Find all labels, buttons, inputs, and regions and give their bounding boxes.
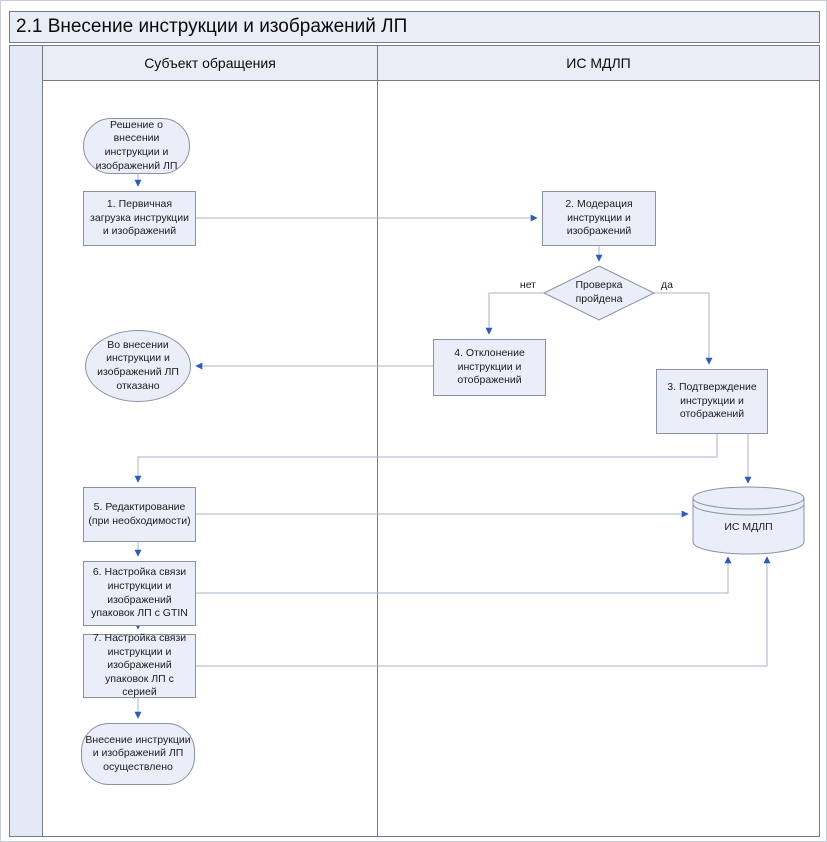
process-step-7: 7. Настройка связи инструкции и изображе… (83, 632, 196, 698)
phase-strip (9, 45, 43, 837)
decision-label: Проверка пройдена (575, 279, 623, 305)
process-step-6: 6. Настройка связи инструкции и изображе… (83, 561, 196, 626)
end-terminator: Внесение инструкции и изображений ЛП осу… (81, 723, 195, 785)
decision-yes-label: да (661, 279, 673, 291)
process-step-1: 1. Первичная загрузка инструкции и изобр… (83, 191, 196, 246)
process-step-4: 4. Отклонение инструкции и отображений (433, 339, 546, 396)
process-step-2: 2. Модерация инструкции и изображений (542, 191, 656, 246)
start-terminator: Решение о внесении инструкции и изображе… (83, 118, 190, 174)
lane-header-subject: Субъект обращения (43, 46, 377, 81)
database-label: ИС МДЛП (724, 521, 773, 533)
decision-no-label: нет (519, 279, 536, 291)
diagram-title: 2.1 Внесение инструкции и изображений ЛП (16, 16, 408, 37)
lane-header-is-mdlp-label: ИС МДЛП (566, 55, 631, 71)
lane-header-is-mdlp: ИС МДЛП (378, 46, 819, 81)
process-step-3: 3. Подтверждение инструкции и отображени… (656, 369, 768, 434)
rejected-terminator: Во внесении инструкции и изображений ЛП … (85, 330, 191, 402)
lane-header-subject-label: Субъект обращения (144, 55, 276, 71)
diagram-title-bar: 2.1 Внесение инструкции и изображений ЛП (9, 11, 820, 43)
lane-is-mdlp: ИС МДЛП (377, 45, 820, 837)
process-step-5: 5. Редактирование (при необходимости) (83, 487, 196, 542)
